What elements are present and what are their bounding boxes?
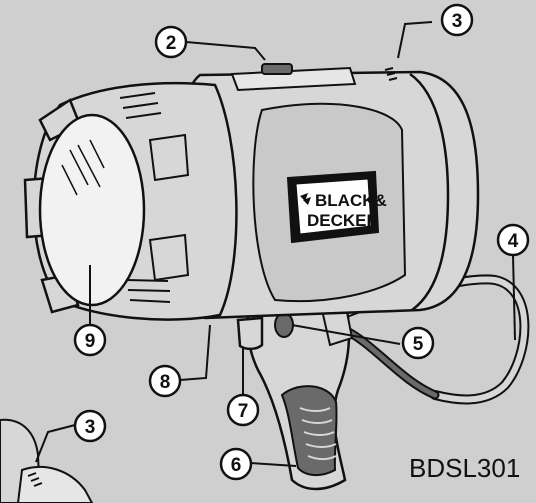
svg-text:3: 3 (452, 11, 463, 32)
callout-3-secondary: 3 (73, 409, 107, 443)
svg-text:6: 6 (231, 455, 242, 476)
svg-text:9: 9 (85, 331, 96, 352)
callout-8: 8 (148, 364, 182, 398)
secondary-product-view (0, 418, 94, 503)
lens-head (23, 81, 238, 321)
callout-7: 7 (226, 393, 260, 427)
leader-lines (35, 21, 516, 467)
callout-4: 4 (496, 223, 530, 257)
svg-text:5: 5 (413, 334, 424, 355)
pistol-grip (236, 298, 354, 491)
callout-5: 5 (401, 326, 435, 360)
svg-text:7: 7 (238, 401, 249, 422)
callout-6: 6 (219, 447, 253, 481)
callout-3: 3 (440, 3, 474, 37)
callout-2: 2 (154, 25, 188, 59)
svg-text:8: 8 (160, 372, 171, 393)
callout-9: 9 (73, 323, 107, 357)
svg-text:3: 3 (85, 417, 96, 438)
brand-badge: BLACK& DECKER (286, 170, 387, 244)
svg-text:4: 4 (508, 231, 519, 252)
brand-name-line2: DECKER (307, 211, 379, 230)
svg-text:2: 2 (166, 33, 177, 54)
brand-name-line1: BLACK& (315, 191, 387, 210)
model-label: BDSL301 (409, 453, 520, 483)
